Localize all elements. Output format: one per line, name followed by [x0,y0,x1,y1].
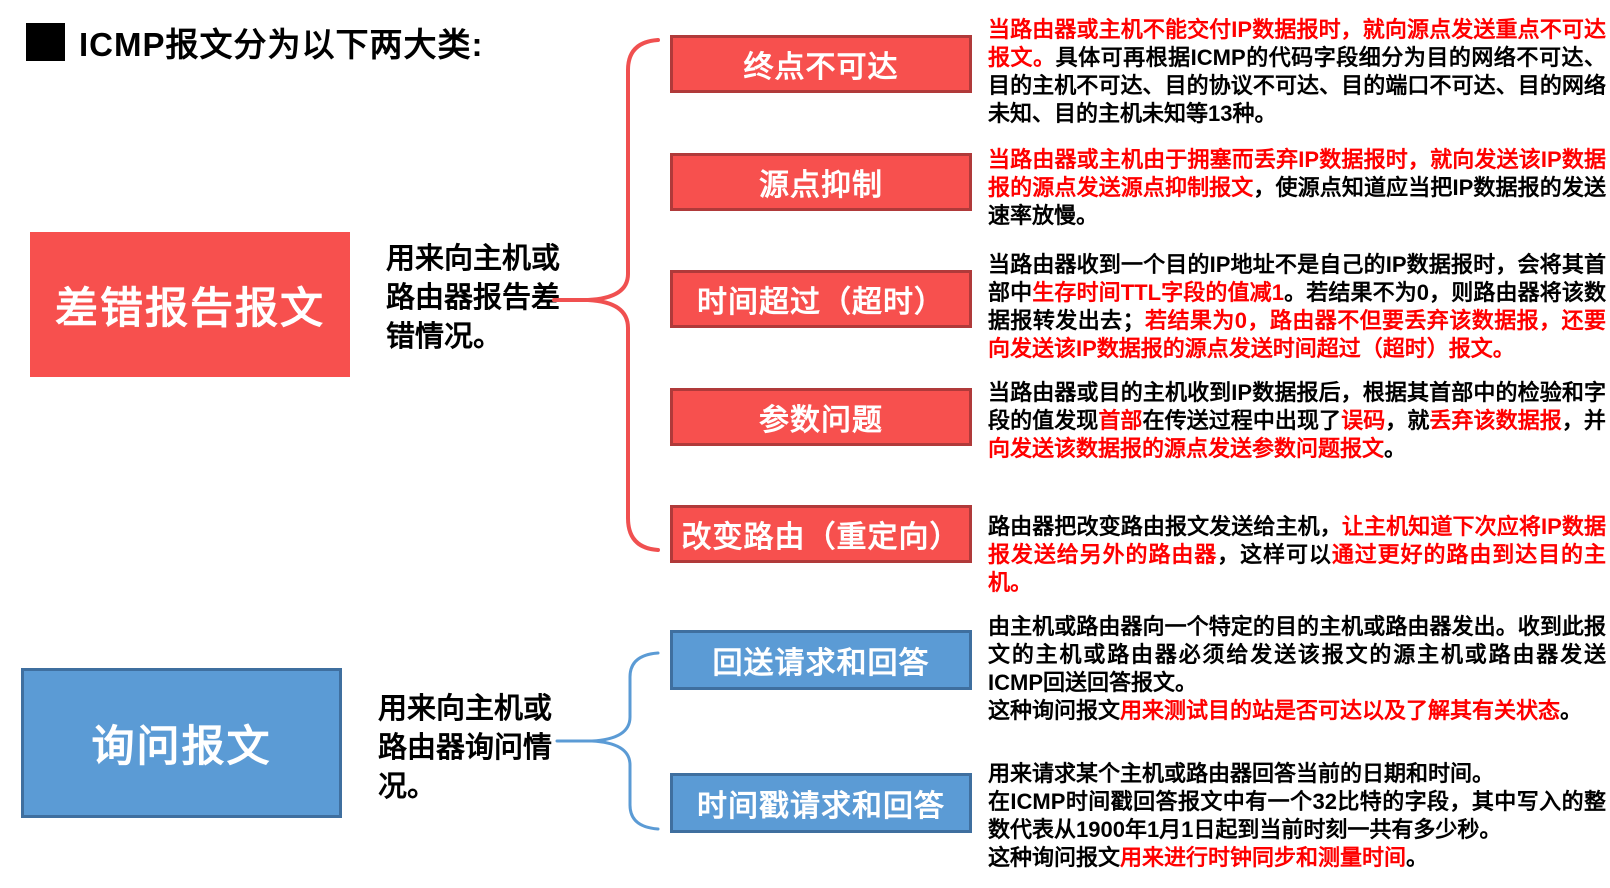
slide-title-text: ICMP报文分为以下两大类: [79,26,484,63]
type-box-parameter-problem-label: 参数问题 [759,404,883,437]
type-box-source-quench-label: 源点抑制 [759,169,883,202]
type-box-time-exceeded: 时间超过（超时） [670,270,972,328]
type-box-destination-unreachable: 终点不可达 [670,35,972,93]
error-brace-icon [552,38,660,552]
description-segment: 首部 [1098,408,1143,433]
type-box-redirect-label: 改变路由（重定向） [681,521,961,554]
bullet-square-icon [26,23,65,61]
slide-title: ICMP报文分为以下两大类: [26,18,484,66]
description-segment: 用来测试目的站是否可达以及了解其有关状态 [1120,698,1561,723]
query-brace-icon [555,651,660,831]
type-box-echo-request-reply-label: 回送请求和回答 [712,647,930,680]
description-segment: 。 [1406,845,1429,870]
type-box-parameter-problem: 参数问题 [670,388,972,446]
description-segment: 若结果为0，路由器不但要丢弃该数据报，还要向发送该IP数据报的源点发送时间超过（… [988,308,1606,361]
type-box-redirect: 改变路由（重定向） [670,505,972,563]
type-box-destination-unreachable-label: 终点不可达 [743,51,899,84]
description-echo-request-reply: 由主机或路由器向一个特定的目的主机或路由器发出。收到此报文的主机或路由器必须给发… [988,613,1606,725]
description-segment: 这种询问报文 [988,845,1121,870]
description-source-quench: 当路由器或主机由于拥塞而丢弃IP数据报时，就向发送该IP数据报的源点发送源点抑制… [988,146,1606,230]
description-segment: ，并 [1561,408,1606,433]
description-segment: 具体可再根据ICMP的代码字段细分为目的网络不可达、目的主机不可达、目的协议不可… [988,45,1606,126]
description-segment: 当路由器或目的主机收到IP数据报后，根据其首部中的检验和字段的值发现 [988,380,1606,433]
type-box-timestamp-request-reply: 时间戳请求和回答 [670,773,972,833]
type-box-timestamp-request-reply-label: 时间戳请求和回答 [697,790,945,823]
description-segment: 让主机知道下次应将IP数据报发送给另外的路由器 [988,514,1606,567]
description-segment: 。 [1384,436,1407,461]
description-segment: ，就 [1385,408,1430,433]
description-segment: 误码 [1341,408,1386,433]
description-segment: 通过更好的路由到达目的主机。 [988,542,1606,595]
description-segment: 当路由器收到一个目的IP地址不是自己的IP数据报时，会将其首部中 [988,252,1606,305]
description-timestamp-request-reply: 用来请求某个主机或路由器回答当前的日期和时间。在ICMP时间戳回答报文中有一个3… [988,760,1606,872]
description-segment: 路由器把改变路由报文发送给主机， [988,514,1342,539]
category-purpose-query: 用来向主机或路由器询问情况。 [378,693,553,803]
type-box-source-quench: 源点抑制 [670,153,972,211]
description-segment: 当路由器或主机由于拥塞而丢弃IP数据报时，就向发送该IP数据报的源点发送源点抑制… [988,147,1606,200]
description-segment: 这种询问报文 [988,698,1121,723]
description-segment: 当路由器或主机不能交付IP数据报时，就向源点发送重点不可达报文。 [988,17,1606,70]
category-box-error-label: 差错报告报文 [55,284,325,333]
type-box-echo-request-reply: 回送请求和回答 [670,630,972,690]
description-redirect: 路由器把改变路由报文发送给主机，让主机知道下次应将IP数据报发送给另外的路由器，… [988,513,1606,597]
description-segment: ，使源点知道应当把IP数据报的发送速率放慢。 [988,175,1606,228]
description-segment: 丢弃该数据报 [1429,408,1562,433]
description-segment: 。 [1560,698,1583,723]
type-box-time-exceeded-label: 时间超过（超时） [697,286,945,319]
description-parameter-problem: 当路由器或目的主机收到IP数据报后，根据其首部中的检验和字段的值发现首部在传送过… [988,379,1606,463]
description-segment: 生存时间TTL字段的值减1 [1032,280,1284,305]
description-segment: 用来请求某个主机或路由器回答当前的日期和时间。 [988,761,1495,786]
description-segment: 向发送该数据报的源点发送参数问题报文 [988,436,1385,461]
category-box-query-label: 询问报文 [91,723,272,771]
category-purpose-error: 用来向主机或路由器报告差错情况。 [386,243,561,353]
description-segment: ，这样可以 [1217,542,1332,567]
category-box-error: 差错报告报文 [30,232,350,377]
description-segment: 由主机或路由器向一个特定的目的主机或路由器发出。收到此报文的主机或路由器必须给发… [988,614,1606,695]
description-segment: 。若结果不为0，则路由器将该数据报转发出去； [988,280,1606,333]
description-destination-unreachable: 当路由器或主机不能交付IP数据报时，就向源点发送重点不可达报文。具体可再根据IC… [988,16,1606,128]
description-segment: 在传送过程中出现了 [1142,408,1342,433]
description-segment: 在ICMP时间戳回答报文中有一个32比特的字段，其中写入的整数代表从1900年1… [988,789,1606,842]
description-segment: 用来进行时钟同步和测量时间 [1120,845,1407,870]
description-time-exceeded: 当路由器收到一个目的IP地址不是自己的IP数据报时，会将其首部中生存时间TTL字… [988,251,1606,363]
category-box-query: 询问报文 [21,668,342,818]
